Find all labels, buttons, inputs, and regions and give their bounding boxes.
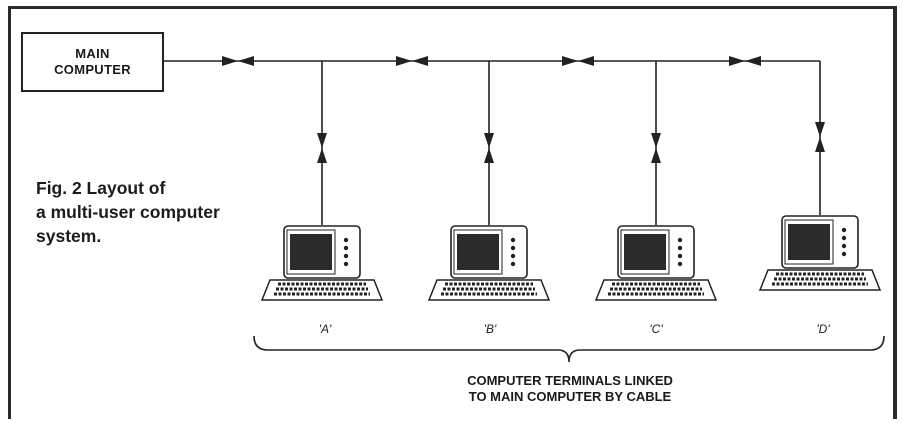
footer-caption: COMPUTER TERMINALS LINKED TO MAIN COMPUT… <box>467 373 673 404</box>
terminals <box>260 215 882 301</box>
drop-connector-b <box>484 133 494 163</box>
main-computer-label: MAIN COMPUTER <box>54 46 131 77</box>
terminal-a <box>260 225 384 301</box>
screen-c <box>624 234 666 270</box>
drop-connector-c <box>651 133 661 163</box>
main-computer-box: MAIN COMPUTER <box>21 32 164 92</box>
screen-d <box>788 224 830 260</box>
terminals-bracket <box>253 335 885 363</box>
screen-b <box>457 234 499 270</box>
terminal-label-a: 'A' <box>318 322 332 336</box>
screen-a <box>290 234 332 270</box>
bus-connector-4 <box>729 56 761 66</box>
drop-connector-d <box>815 122 825 152</box>
bus-connector-2 <box>396 56 428 66</box>
terminal-label-d: 'D' <box>816 322 830 336</box>
terminal-b <box>427 225 551 301</box>
figure-frame <box>8 6 897 419</box>
figure-caption: Fig. 2 Layout of a multi-user computer s… <box>36 178 220 246</box>
terminal-c <box>594 225 718 301</box>
bus-connector-1 <box>222 56 254 66</box>
terminal-label-b: 'B' <box>483 322 497 336</box>
bus-connectors <box>222 56 761 66</box>
drop-connector-a <box>317 133 327 163</box>
terminal-d <box>758 215 882 291</box>
terminal-label-c: 'C' <box>649 322 663 336</box>
bus-connector-3 <box>562 56 594 66</box>
drop-connectors <box>317 122 825 163</box>
